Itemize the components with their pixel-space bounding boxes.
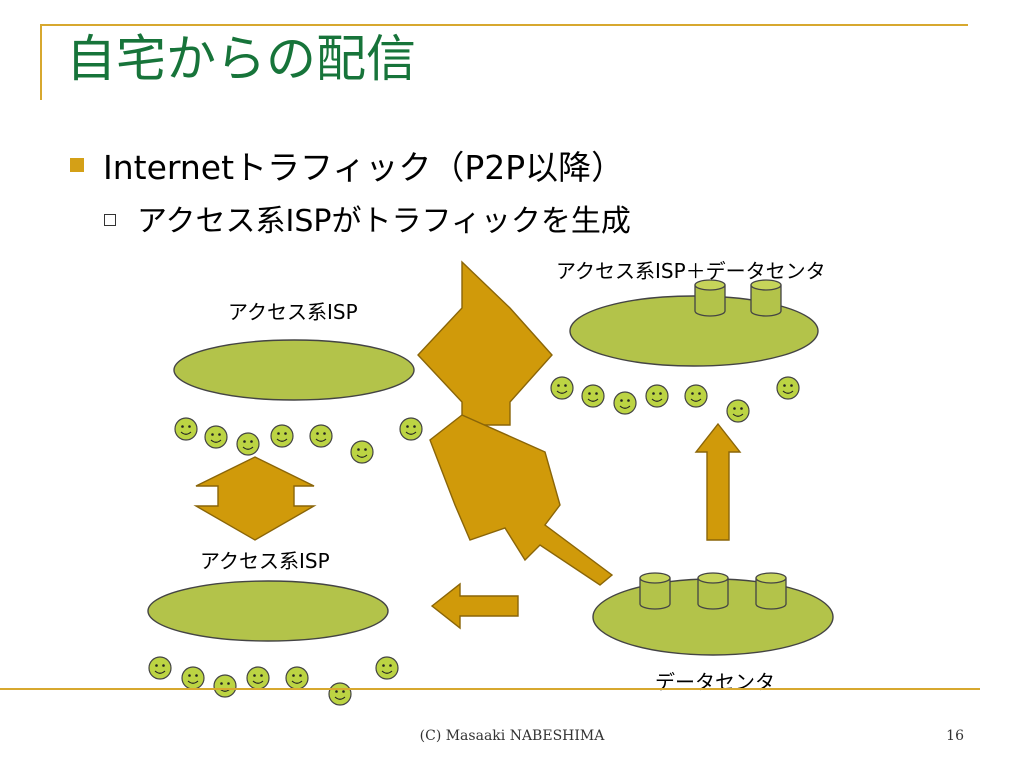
- user-face-icon: [375, 656, 399, 680]
- left-arrow: [430, 582, 519, 630]
- vertical-double-arrow: [417, 260, 553, 426]
- user-face-icon: [776, 376, 800, 400]
- up-arrow: [694, 422, 742, 541]
- server-icon: [697, 572, 729, 610]
- user-face-icon: [148, 656, 172, 680]
- label-isp-bottom-left: アクセス系ISP: [200, 549, 330, 573]
- user-face-icon: [236, 432, 260, 456]
- bullet-level1: Internetトラフィック（P2P以降）: [103, 148, 625, 187]
- isp-top-left-platform: [173, 339, 415, 401]
- user-face-icon: [270, 424, 294, 448]
- left-rule: [40, 24, 42, 100]
- user-face-icon: [581, 384, 605, 408]
- user-face-icon: [350, 440, 374, 464]
- user-face-icon: [645, 384, 669, 408]
- user-face-icon: [550, 376, 574, 400]
- bullet-level2: アクセス系ISPがトラフィックを生成: [137, 204, 631, 239]
- user-face-icon: [246, 666, 270, 690]
- user-face-icon: [309, 424, 333, 448]
- hollow-square-bullet-icon: [104, 214, 116, 226]
- server-icon: [639, 572, 671, 610]
- top-rule: [40, 24, 968, 26]
- page-number: 16: [946, 728, 964, 744]
- server-icon: [694, 279, 726, 317]
- user-face-icon: [684, 384, 708, 408]
- isp-bottom-left-platform: [147, 580, 389, 642]
- user-face-icon: [174, 417, 198, 441]
- user-face-icon: [285, 666, 309, 690]
- horizontal-double-arrow: [193, 456, 317, 541]
- footer-copyright: (C) Masaaki NABESHIMA: [419, 728, 605, 744]
- user-face-icon: [328, 682, 352, 706]
- user-face-icon: [613, 391, 637, 415]
- user-face-icon: [726, 399, 750, 423]
- bottom-rule: [0, 688, 980, 690]
- label-datacenter: データセンタ: [655, 670, 775, 694]
- square-bullet-icon: [70, 158, 84, 172]
- label-isp-top-left: アクセス系ISP: [228, 300, 358, 324]
- label-isp-plus-datacenter: アクセス系ISP＋データセンタ: [556, 259, 826, 283]
- user-face-icon: [204, 425, 228, 449]
- user-face-icon: [181, 666, 205, 690]
- user-face-icon: [399, 417, 423, 441]
- diagonal-traffic-arrow: [429, 414, 614, 586]
- server-icon: [750, 279, 782, 317]
- user-face-icon: [213, 674, 237, 698]
- server-icon: [755, 572, 787, 610]
- slide-title: 自宅からの配信: [66, 30, 416, 88]
